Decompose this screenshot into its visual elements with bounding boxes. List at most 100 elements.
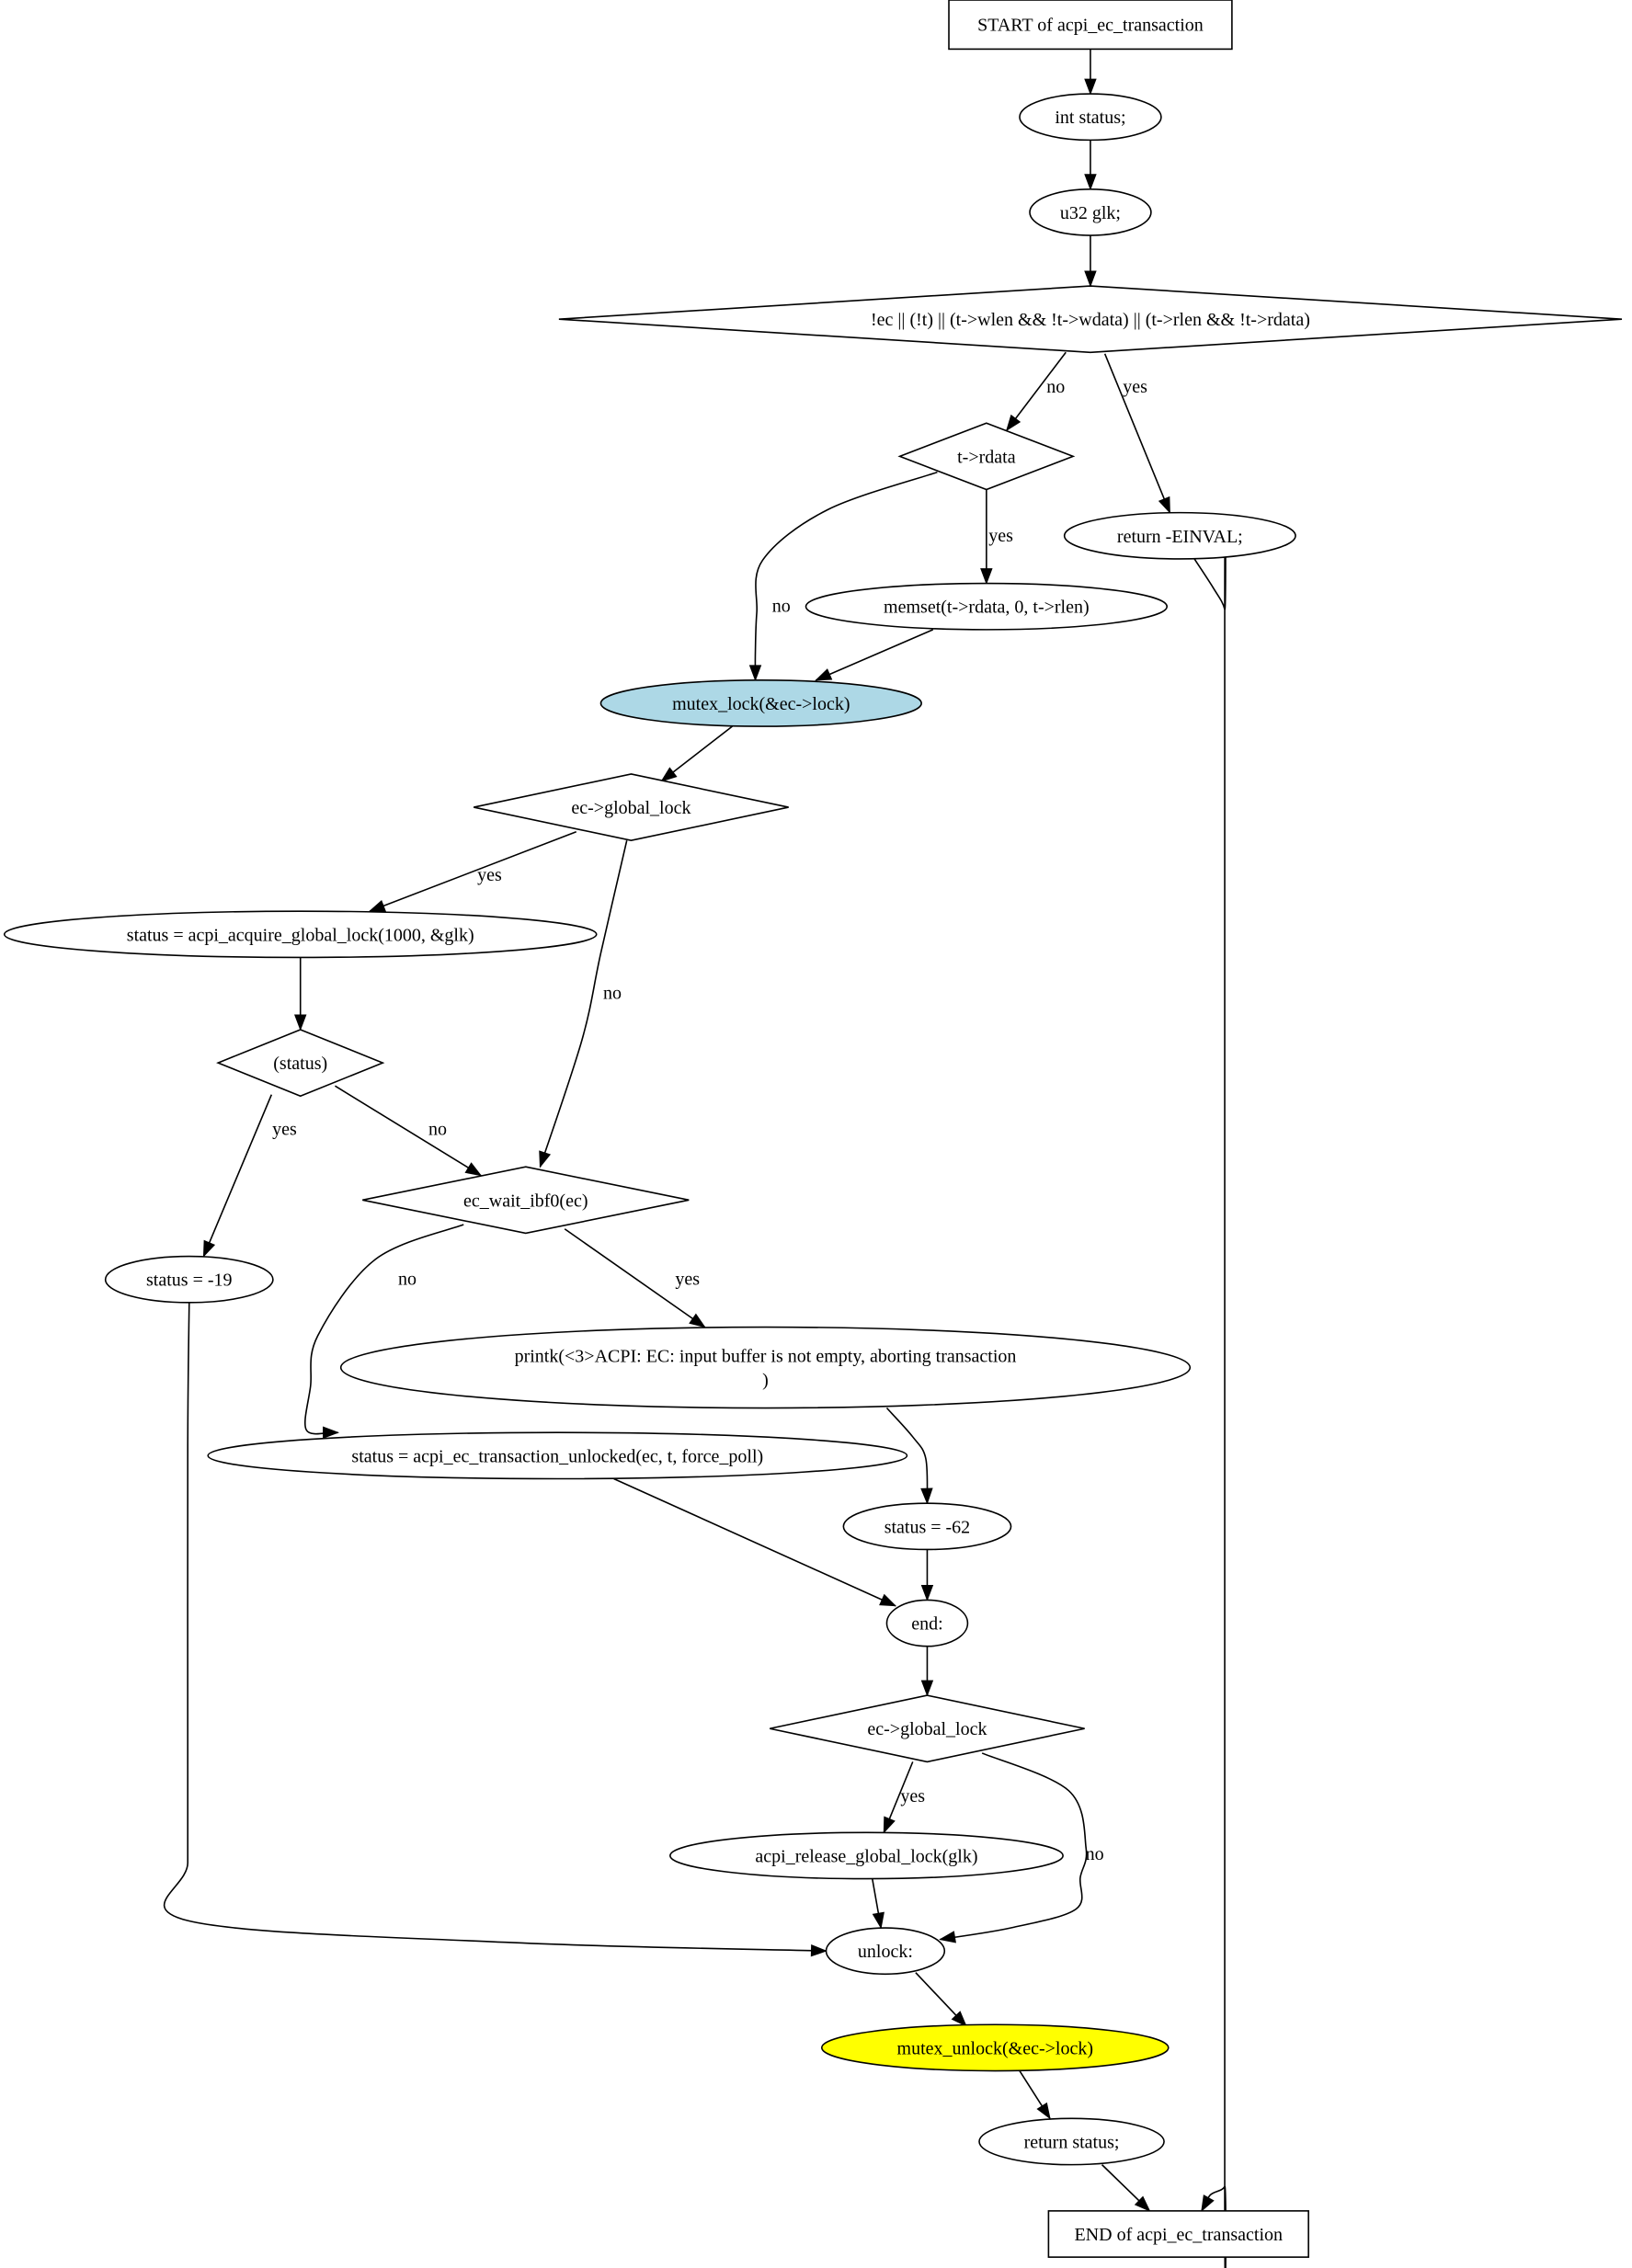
node-end-label: end: [885, 1599, 969, 1647]
node-mutex-unlock: mutex_unlock(&ec->lock) [820, 2023, 1170, 2072]
arrowhead [1084, 174, 1097, 191]
arrowhead [1134, 2195, 1151, 2212]
edge-line [369, 831, 577, 912]
edge-u32_glk-to-cond_invalid [1084, 235, 1097, 288]
process-box [1047, 2210, 1309, 2258]
node-int-status: int status; [1019, 93, 1162, 142]
statement-ellipse [978, 2117, 1165, 2166]
node-printk: printk(<3>ACPI: EC: input buffer is not … [339, 1326, 1192, 1409]
node-label: acpi_release_global_lock(glk) [755, 1846, 977, 1866]
edge-label-no: no [772, 597, 791, 617]
arrowhead [1036, 2102, 1051, 2120]
node-label: status = acpi_ec_transaction_unlocked(ec… [351, 1446, 763, 1466]
statement-ellipse [805, 582, 1169, 631]
arrowhead [202, 1239, 216, 1258]
node-label: t->rdata [957, 447, 1016, 467]
arrowhead [883, 1816, 896, 1834]
arrowhead [920, 1487, 933, 1505]
edge-cond_global_lock_1-to-cond_wait_ibf0: no [539, 840, 628, 1168]
node-transaction-unlocked: status = acpi_ec_transaction_unlocked(ec… [207, 1431, 908, 1480]
edge-memset-to-mutex_lock [815, 629, 934, 681]
edge-line [303, 1224, 464, 1435]
node-status-m19: status = -19 [104, 1255, 274, 1304]
edge-label-no: no [1086, 1844, 1104, 1864]
edge-mutex_unlock-to-return_status [1019, 2070, 1051, 2120]
edge-status_m19-to-unlock_label [163, 1302, 827, 1957]
node-end: END of acpi_ec_transaction [1047, 2210, 1309, 2258]
node-label: u32 glk; [1060, 203, 1121, 223]
arrowhead [689, 1313, 706, 1328]
statement-ellipse [820, 2023, 1170, 2072]
edge-line [564, 1228, 706, 1328]
decision-diamond [362, 1166, 690, 1235]
process-box [948, 0, 1233, 51]
edge-cond_invalid-to-return_einval: yes [1103, 353, 1171, 514]
node-cond-global-lock-2: ec->global_lock [770, 1694, 1085, 1763]
node-label: return status; [1024, 2132, 1120, 2152]
edge-int_status-to-u32_glk [1084, 140, 1097, 191]
node-label: END of acpi_ec_transaction [1074, 2225, 1283, 2245]
statement-ellipse [104, 1255, 274, 1304]
edge-release_global_lock-to-unlock_label [871, 1878, 884, 1930]
node-acquire-global-lock: status = acpi_acquire_global_lock(1000, … [3, 910, 598, 959]
edge-cond_invalid-to-cond_rdata: no [1005, 351, 1067, 432]
statement-ellipse [1029, 188, 1152, 236]
node-label: !ec || (!t) || (t->wlen && !t->wdata) ||… [871, 310, 1310, 330]
arrowhead [810, 1943, 827, 1957]
edge-cond_global_lock_1-to-acquire_global_lock: yes [368, 831, 577, 912]
edge-cond_rdata-to-memset: yes [980, 489, 1013, 586]
edge-line [613, 1477, 896, 1607]
edge-cond_global_lock_2-to-release_global_lock: yes [883, 1761, 925, 1834]
edge-cond_rdata-to-mutex_lock: no [748, 471, 938, 682]
node-label: end: [911, 1614, 942, 1635]
edge-acquire_global_lock-to-cond_status [294, 957, 307, 1031]
edge-mutex_lock-to-cond_global_lock_1 [660, 725, 733, 782]
arrowhead [1084, 270, 1097, 288]
node-return-status: return status; [978, 2117, 1165, 2166]
edge-label-yes: yes [900, 1786, 925, 1806]
decision-diamond [770, 1694, 1085, 1763]
edge-cond_wait_ibf0-to-transaction_unlocked: no [303, 1224, 464, 1439]
arrowhead [1084, 78, 1097, 96]
node-label: ) [762, 1371, 769, 1391]
statement-ellipse [207, 1431, 908, 1480]
arrowhead [323, 1426, 339, 1439]
node-start: START of acpi_ec_transaction [948, 0, 1233, 51]
arrowhead [368, 899, 386, 912]
edge-cond_global_lock_2-to-unlock_label: no [939, 1752, 1104, 1943]
node-memset: memset(t->rdata, 0, t->rlen) [805, 582, 1169, 631]
edge-line [1006, 351, 1067, 431]
statement-ellipse [1063, 511, 1296, 560]
arrowhead [1005, 414, 1021, 432]
arrowhead [872, 1911, 884, 1930]
node-cond-invalid: !ec || (!t) || (t->wlen && !t->wdata) ||… [558, 285, 1623, 354]
edge-line [163, 1302, 827, 1952]
edge-label-no: no [398, 1270, 417, 1290]
statement-ellipse [885, 1599, 969, 1647]
edge-label-no: no [603, 984, 622, 1004]
edge-label-yes: yes [988, 526, 1013, 546]
node-cond-rdata: t->rdata [897, 422, 1076, 491]
node-label: status = acpi_acquire_global_lock(1000, … [127, 925, 474, 945]
decision-diamond [897, 422, 1076, 491]
edge-label-yes: yes [477, 865, 502, 885]
edge-start-to-int_status [1084, 49, 1097, 96]
node-label: mutex_lock(&ec->lock) [672, 694, 850, 714]
node-label: int status; [1055, 108, 1125, 128]
edge-return_einval-to-end [1193, 514, 1227, 2268]
edge-line [754, 471, 938, 680]
edge-label-yes: yes [1123, 377, 1147, 397]
node-label: ec_wait_ibf0(ec) [463, 1191, 588, 1211]
edge-line [335, 1085, 482, 1177]
arrowhead [660, 767, 678, 782]
edge-label-yes: yes [675, 1270, 700, 1290]
statement-ellipse [825, 1927, 946, 1976]
arrowhead [951, 2011, 967, 2027]
statement-ellipse [339, 1326, 1192, 1409]
decision-diamond [558, 285, 1623, 354]
statement-ellipse [669, 1831, 1064, 1880]
decision-diamond [474, 773, 789, 842]
edge-unlock_label-to-mutex_unlock [915, 1972, 967, 2027]
edge-line [539, 840, 628, 1168]
node-u32-glk: u32 glk; [1029, 188, 1152, 236]
